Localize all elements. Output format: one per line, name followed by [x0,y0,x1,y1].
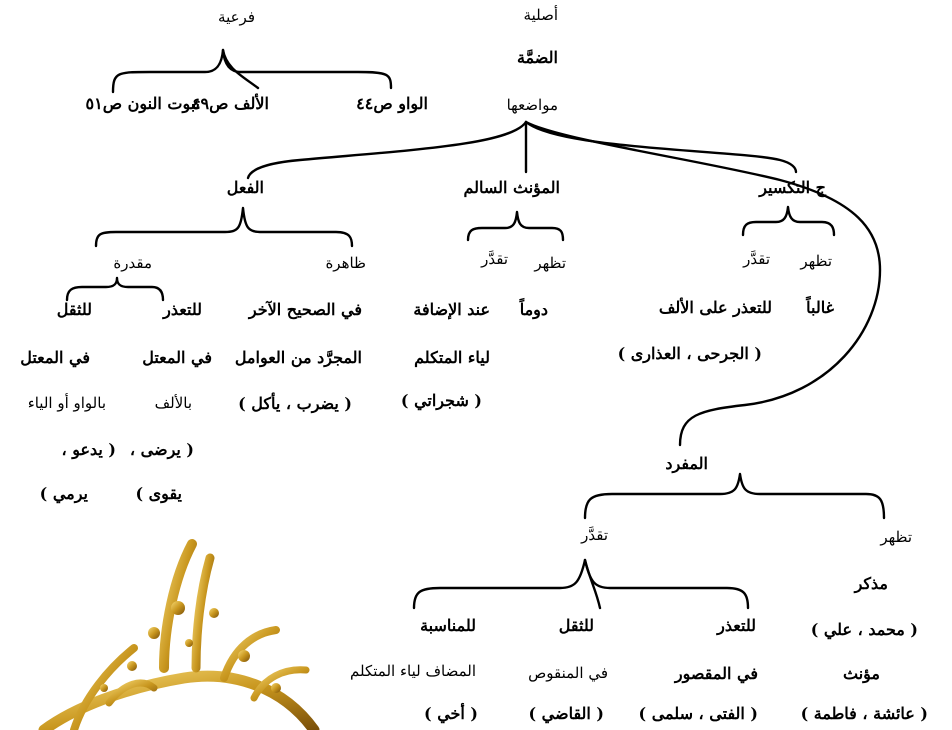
fil-thiql-with: بالواو أو الياء [27,394,106,412]
mufrad-tuqaddar: تقدَّر [581,526,608,544]
mufrad-mudhakkar-example: ( محمد ، علي ) [810,620,918,639]
fil-muqaddara: مقدرة [113,254,152,272]
taksir-example: ( الجرحى ، العذارى ) [617,344,762,363]
fil-zahira: ظاهرة [325,254,366,272]
mufrad-munasaba: للمناسبة [420,616,476,635]
mawadiuha-label: مواضعها [506,96,558,114]
damma-label: الضمَّة [516,48,558,67]
fil-sahih1: في الصحيح الآخر [248,300,362,319]
fil-sahih2: المجرَّد من العوامل [234,348,362,367]
fariya-brace [111,48,393,94]
fil-thiql-example1: ( يدعو ، [61,440,116,459]
tuqaddar-brace-mid [583,558,602,610]
mufrad-muannath: مؤنث [843,664,880,683]
muannath-title: المؤنث السالم [463,178,560,197]
fan-left [246,120,528,180]
mufrad-muannath-example: ( عائشة ، فاطمة ) [800,704,928,723]
taksir-brace [741,205,836,237]
mufrad-taadhur-in: في المقصور [674,664,758,683]
mufrad-tazhar: تظهر [880,528,912,546]
taksir-reason: للتعذر على الألف [658,298,772,317]
mufrad-munasaba-example: ( أخي ) [424,704,478,723]
fil-title: الفعل [226,178,264,197]
alif-label: الألف ص٤٩ [191,94,269,113]
muannath-dawman: دوماً [519,300,548,319]
fan-bigcurve [524,120,882,447]
mufrad-mudhakkar: مذكر [854,574,888,593]
fil-taadhur-with: بالألف [154,394,192,412]
mufrad-brace [583,472,886,520]
muannath-tuqaddar: تقدَّر [481,250,508,268]
mufrad-taadhur: للتعذر [717,616,756,635]
fil-taadhur: للتعذر [163,300,202,319]
taksir-tuqaddar: تقدَّر [743,250,770,268]
tuqaddar-brace [412,558,750,610]
taksir-title: ج التكسير [759,178,826,197]
fariya-brace-mid [221,48,260,90]
taksir-tazhar: تظهر [800,252,832,270]
nun-label: ثبوت النون ص٥١ [85,94,200,113]
muannath-example: ( شجراتي ) [400,391,482,410]
muqaddara-brace [65,276,165,302]
fil-thiql: للثقل [56,300,92,319]
muannath-line1: عند الإضافة [413,300,490,319]
mufrad-thiql-in: في المنقوص [528,664,608,682]
golden-calligraphy-logo [38,539,320,730]
fil-sahih-example: ( يضرب ، يأكل ) [238,394,352,413]
fil-taadhur-in: في المعتل [142,348,212,367]
mufrad-munasaba-in: المضاف لياء المتكلم [350,662,476,680]
fil-thiql-in: في المعتل [20,348,90,367]
fil-taadhur-example1: ( يرضى ، [129,440,194,459]
fil-brace [94,206,354,248]
fan-right [524,120,798,174]
mufrad-thiql: للثقل [558,616,594,635]
fil-taadhur-example2: يقوى ) [135,484,182,503]
taksir-ghaliban: غالباً [806,298,834,317]
mufrad-title: المفرد [665,454,708,473]
fil-thiql-example2: يرمي ) [39,484,88,503]
muannath-line2: لياء المتكلم [414,348,490,367]
mufrad-taadhur-example: ( الفتى ، سلمى ) [638,704,758,723]
muannath-tazhar: تظهر [534,254,566,272]
fariya-label: فرعية [218,8,255,26]
mufrad-thiql-example: ( القاضي ) [528,704,605,723]
asliya-label: أصلية [523,6,558,24]
waw-label: الواو ص٤٤ [356,94,428,113]
muannath-brace [466,210,565,242]
